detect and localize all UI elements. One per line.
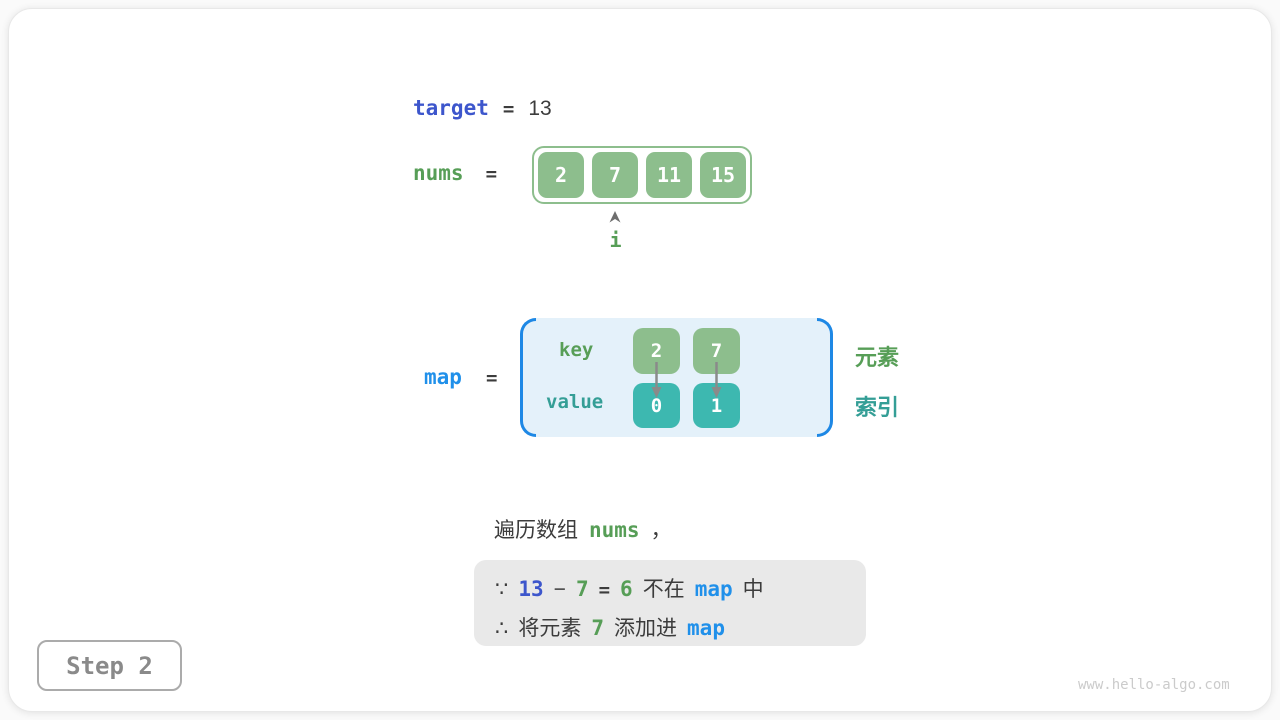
note-code-map: map [687, 616, 725, 640]
target-value: 13 [528, 97, 552, 120]
target-var-label: target [413, 96, 489, 120]
watermark: www.hello-algo.com [1078, 677, 1230, 693]
caption-text: 遍历数组 [494, 519, 578, 542]
map-var-label: map [424, 365, 462, 389]
note-text: 将元素 [518, 617, 582, 640]
note-num: 7 [591, 616, 605, 640]
note-code-map: map [694, 577, 733, 601]
index-pointer-icon [608, 211, 622, 229]
array-cell: 7 [592, 152, 638, 198]
because-symbol: ∵ [495, 578, 509, 601]
array-cell: 15 [700, 152, 746, 198]
element-side-label: 元素 [855, 345, 900, 370]
equals-sign: = [502, 98, 515, 120]
note-text: 中 [742, 578, 764, 601]
note-line-2: ∴ 将元素 7 添加进 map [495, 612, 866, 642]
index-pointer-label: i [609, 228, 622, 252]
map-left-bracket-icon [520, 318, 536, 437]
note-text: 添加进 [614, 617, 678, 640]
index-side-label: 索引 [855, 395, 900, 420]
nums-array: 2 7 11 15 [532, 146, 752, 204]
caption-comma: ， [650, 519, 672, 542]
note-operand: 7 [575, 577, 589, 601]
caption-code-nums: nums [589, 518, 640, 542]
nums-var-label: nums [413, 161, 464, 185]
key-to-value-arrow-icon [711, 362, 722, 404]
caption-line: 遍历数组 nums ， [494, 514, 672, 544]
equals-sign: = [485, 367, 498, 389]
equals-sign: = [485, 163, 498, 185]
target-line: target = 13 [413, 96, 552, 121]
array-cell: 2 [538, 152, 584, 198]
note-line-1: ∵ 13 − 7 = 6 不在 map 中 [495, 573, 866, 603]
note-box: ∵ 13 − 7 = 6 不在 map 中 ∴ 将元素 7 添加进 map [474, 560, 866, 646]
nums-line: nums = [413, 161, 497, 185]
map-line: map = [424, 365, 497, 389]
note-target-value: 13 [518, 577, 544, 601]
therefore-symbol: ∴ [495, 617, 509, 640]
note-text: 不在 [642, 578, 685, 601]
map-key-label: key [559, 339, 594, 361]
equals-sign: = [598, 579, 611, 601]
minus-sign: − [553, 578, 566, 601]
step-badge: Step 2 [37, 640, 182, 691]
map-box: key value 2 7 0 1 [520, 318, 833, 437]
map-value-label: value [546, 391, 604, 413]
array-cell: 11 [646, 152, 692, 198]
map-right-bracket-icon [817, 318, 833, 437]
key-to-value-arrow-icon [651, 362, 662, 404]
note-result: 6 [620, 577, 633, 601]
